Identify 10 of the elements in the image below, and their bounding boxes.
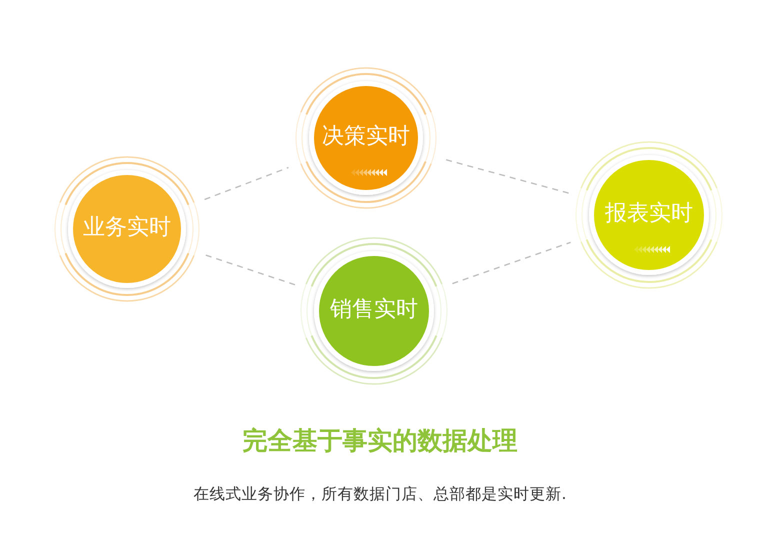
node-label: 决策实时 <box>321 124 411 150</box>
node-label: 销售实时 <box>329 297 419 323</box>
dashed-connector <box>446 159 570 194</box>
dashed-connector <box>206 254 296 286</box>
dashed-connector <box>452 242 571 284</box>
node-label: 业务实时 <box>82 215 172 241</box>
caption: 在线式业务协作，所有数据门店、总部都是实时更新. <box>192 484 568 505</box>
node-label: 报表实时 <box>604 201 694 227</box>
title: 完全基于事实的数据处理 <box>242 425 518 457</box>
dashed-connector <box>204 166 289 200</box>
